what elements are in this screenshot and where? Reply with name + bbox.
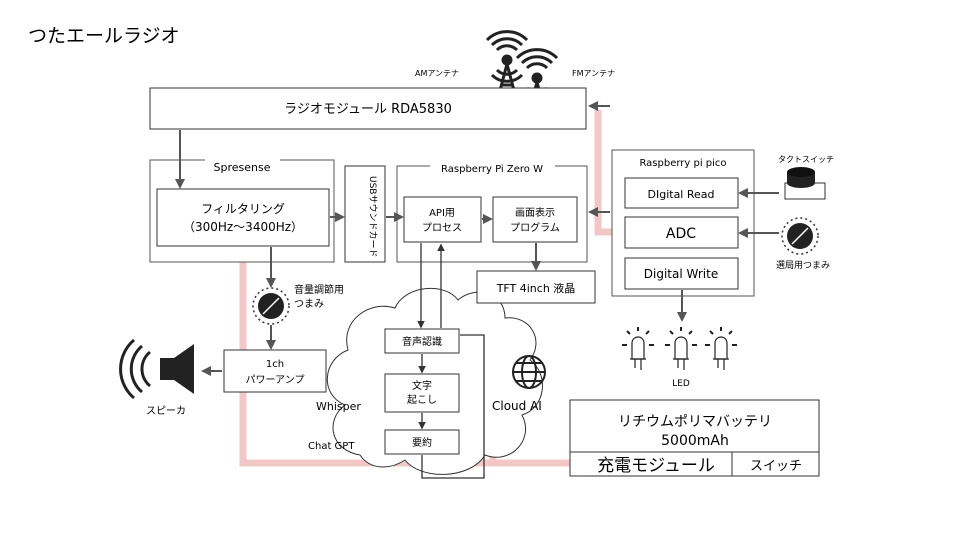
led-icon	[665, 327, 697, 370]
tuning-knob-label: 選局用つまみ	[776, 260, 830, 271]
display-program-box	[492, 196, 578, 243]
summary-label: 要約	[412, 436, 432, 449]
summary-box	[384, 429, 460, 455]
usb-sound-card-label: USBサウンドカード	[367, 176, 378, 257]
api-process-box	[403, 196, 482, 243]
pi-zero-label: Raspberry Pi Zero W	[441, 164, 543, 175]
led-label: LED	[672, 379, 690, 389]
digital-write-label: Digital Write	[644, 267, 718, 281]
battery-box	[569, 399, 820, 477]
volume-knob-label-1: 音量調節用	[294, 283, 344, 296]
transcription-box	[384, 373, 460, 413]
transcription-label-2: 起こし	[407, 394, 437, 406]
power-amp-box	[223, 349, 327, 393]
filtering-box	[156, 188, 330, 247]
radio-module-label: ラジオモジュール RDA5830	[284, 102, 452, 117]
am-antenna-label: AMアンテナ	[415, 69, 459, 78]
knob-icon	[781, 217, 819, 255]
globe-icon	[512, 355, 546, 389]
digital-write-box	[624, 257, 739, 290]
cloud-ai-label: Cloud AI	[492, 399, 542, 413]
led-icon	[622, 327, 654, 370]
knob-icon	[252, 287, 290, 325]
filtering-label-1: フィルタリング	[201, 202, 285, 216]
speech-recognition-label: 音声認識	[402, 335, 442, 348]
led-icon	[705, 327, 737, 370]
volume-knob-label-2: つまみ	[294, 298, 324, 310]
tact-switch-label: タクトスイッチ	[778, 155, 834, 164]
radio-module-box	[149, 87, 587, 130]
tft-lcd-box	[476, 270, 596, 304]
charge-module-label: 充電モジュール	[597, 456, 715, 476]
display-program-label-2: プログラム	[510, 221, 560, 234]
power-amp-label-1: 1ch	[266, 359, 284, 370]
switch-label: スイッチ	[750, 459, 802, 474]
battery-label-2: 5000mAh	[661, 433, 729, 449]
pi-pico-label: Raspberry pi pico	[639, 158, 726, 169]
display-program-label-1: 画面表示	[515, 206, 555, 219]
fm-antenna-label: FMアンテナ	[572, 69, 615, 78]
speech-recognition-box	[384, 328, 460, 354]
filtering-label-2: （300Hz〜3400Hz）	[183, 220, 303, 234]
chat-gpt-label: Chat GPT	[308, 441, 355, 452]
spresense-label: Spresense	[214, 161, 271, 174]
digital-read-label: DIgital Read	[648, 188, 715, 201]
adc-box	[624, 216, 739, 249]
adc-label: ADC	[666, 226, 696, 242]
antenna-icon	[485, 30, 529, 99]
tft-lcd-label: TFT 4inch 液晶	[496, 281, 576, 295]
api-process-label-2: プロセス	[422, 222, 462, 234]
speaker-label: スピーカ	[146, 405, 186, 417]
battery-label-1: リチウムポリマバッテリ	[618, 414, 772, 430]
usb-sound-card-box	[344, 165, 386, 263]
page-title: つたエールラジオ	[28, 25, 180, 47]
tact-switch-icon	[784, 167, 826, 200]
whisper-label: Whisper	[316, 400, 361, 413]
digital-read-box	[624, 177, 739, 209]
api-process-label-1: API用	[429, 208, 455, 219]
power-amp-label-2: パワーアンプ	[246, 374, 305, 386]
speaker-icon	[119, 338, 194, 400]
connection-arrows	[175, 101, 779, 479]
transcription-label-1: 文字	[412, 379, 432, 392]
